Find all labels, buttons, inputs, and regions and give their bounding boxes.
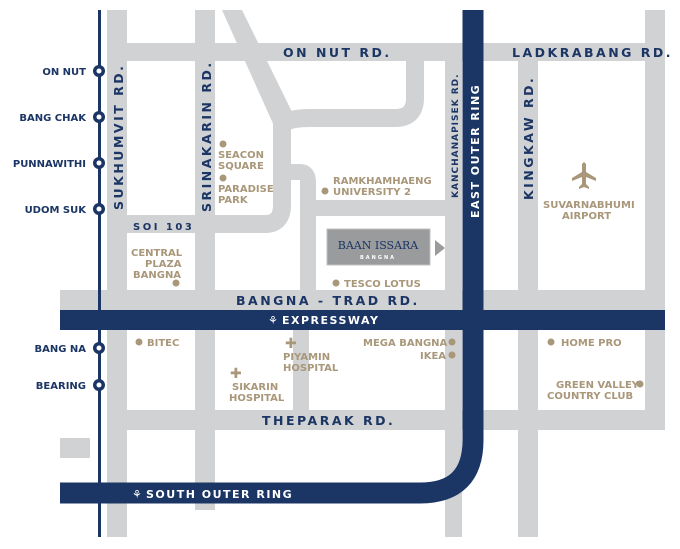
loop-road — [276, 60, 424, 132]
kingkaw-label: KINGKAW RD. — [521, 76, 536, 200]
project-name: BAAN ISSARA — [338, 239, 420, 252]
east-outer-ring-label: EAST OUTER RING — [469, 84, 482, 218]
sikarin-label: SIKARIN — [232, 382, 278, 393]
station-bang-na[interactable]: BANG NA — [34, 342, 105, 355]
south-road — [293, 330, 309, 410]
south-ring-icon: ⚘ — [132, 488, 143, 501]
station-bang-chak[interactable]: BANG CHAK — [19, 111, 105, 124]
paradise-dot — [219, 174, 227, 182]
mega-label: MEGA BANGNA — [363, 338, 448, 349]
greenvalley-label-2: COUNTRY CLUB — [547, 391, 633, 402]
greenvalley-dot — [636, 380, 644, 388]
sikarin-hospital-icon: ✚ — [230, 366, 242, 382]
greenvalley-label: GREEN VALLEY — [556, 380, 640, 391]
piyamin-label: PIYAMIN — [283, 352, 330, 363]
piyamin-hospital-icon: ✚ — [285, 336, 297, 352]
ikea-dot — [448, 351, 456, 359]
airport-label: SUVARNABHUMI — [543, 200, 635, 211]
ramkhamhaeng-label: RAMKHAMHAENG — [333, 176, 432, 187]
expressway-label: EXPRESSWAY — [282, 314, 379, 327]
ramkhamhaeng-road — [308, 200, 458, 216]
seacon-dot — [219, 140, 227, 148]
homepro-label: HOME PRO — [561, 338, 622, 349]
highways — [60, 10, 665, 537]
central-label: CENTRAL — [131, 248, 183, 259]
outer-ring-road — [60, 10, 484, 504]
paradise-label: PARADISE — [218, 184, 274, 195]
road-labels: ON NUT RD. LADKRABANG RD. SUKHUMVIT RD. … — [111, 45, 673, 501]
east-road — [645, 10, 665, 430]
homepro-dot — [547, 338, 555, 346]
paradise-label-2: PARK — [218, 195, 249, 206]
station-punnawithi[interactable]: PUNNAWITHI — [13, 157, 105, 170]
svg-text:UDOM SUK: UDOM SUK — [25, 205, 88, 216]
bangna-trad-label: BANGNA - TRAD RD. — [236, 293, 420, 308]
sukhumvit-road — [107, 10, 127, 537]
central-dot — [172, 279, 180, 287]
airport-label-2: AIRPORT — [562, 211, 611, 222]
project-marker[interactable]: BAAN ISSARA BANGNA — [326, 228, 445, 266]
expressway-road — [60, 310, 665, 330]
sukhumvit-label: SUKHUMVIT RD. — [111, 64, 126, 210]
theparak-road — [107, 410, 665, 430]
kanchanapisek-label: KANCHANAPISEK RD. — [451, 73, 461, 198]
diagonal-road — [222, 10, 295, 128]
pointer-arrow-icon — [435, 240, 445, 256]
south-outer-ring-label: SOUTH OUTER RING — [146, 488, 293, 501]
srinakarin-road — [195, 10, 215, 510]
tesco-dot — [332, 279, 340, 287]
on-nut-label: ON NUT RD. — [283, 45, 392, 60]
piyamin-label-2: HOSPITAL — [283, 363, 339, 374]
soi-103-label: SOI 103 — [133, 222, 194, 233]
svg-text:PUNNAWITHI: PUNNAWITHI — [13, 159, 86, 170]
expressway-icon: ⚘ — [268, 314, 279, 327]
srinakarin-label: SRINAKARIN RD. — [199, 60, 214, 212]
points-of-interest: SEACON SQUARE PARADISE PARK CENTRAL PLAZ… — [131, 140, 644, 404]
grey-roads — [60, 10, 665, 537]
bangna-trad-road — [60, 290, 665, 310]
seacon-label-2: SQUARE — [218, 161, 264, 172]
ladkrabang-label: LADKRABANG RD. — [512, 45, 673, 60]
central-label-3: BANGNA — [133, 270, 181, 281]
bitec-label: BITEC — [147, 338, 179, 349]
project-sub: BANGNA — [360, 255, 396, 261]
stub-road — [60, 438, 90, 458]
soi-103-road — [107, 124, 291, 233]
central-label-2: PLAZA — [145, 259, 182, 270]
station-bearing[interactable]: BEARING — [36, 379, 105, 392]
ramkhamhaeng-dot — [321, 187, 329, 195]
seacon-label: SEACON — [218, 150, 264, 161]
theparak-label: THEPARAK RD. — [262, 413, 395, 428]
sikarin-label-2: HOSPITAL — [229, 393, 285, 404]
svg-text:ON NUT: ON NUT — [42, 67, 86, 78]
station-udom-suk[interactable]: UDOM SUK — [25, 203, 105, 216]
tesco-label: TESCO LOTUS — [344, 279, 421, 290]
bitec-dot — [135, 338, 143, 346]
connector-road — [282, 164, 316, 290]
ikea-label: IKEA — [420, 351, 446, 362]
ramkhamhaeng-label-2: UNIVERSITY 2 — [333, 187, 411, 198]
mega-dot — [448, 338, 456, 346]
bts-line — [98, 10, 101, 537]
svg-text:BANG CHAK: BANG CHAK — [19, 113, 87, 124]
station-on-nut[interactable]: ON NUT — [42, 65, 105, 78]
svg-text:BANG NA: BANG NA — [34, 344, 86, 355]
svg-text:BEARING: BEARING — [36, 381, 86, 392]
airport-icon — [572, 162, 596, 189]
bts-stations: ON NUT BANG CHAK PUNNAWITHI UDOM SUK BAN… — [13, 65, 105, 392]
